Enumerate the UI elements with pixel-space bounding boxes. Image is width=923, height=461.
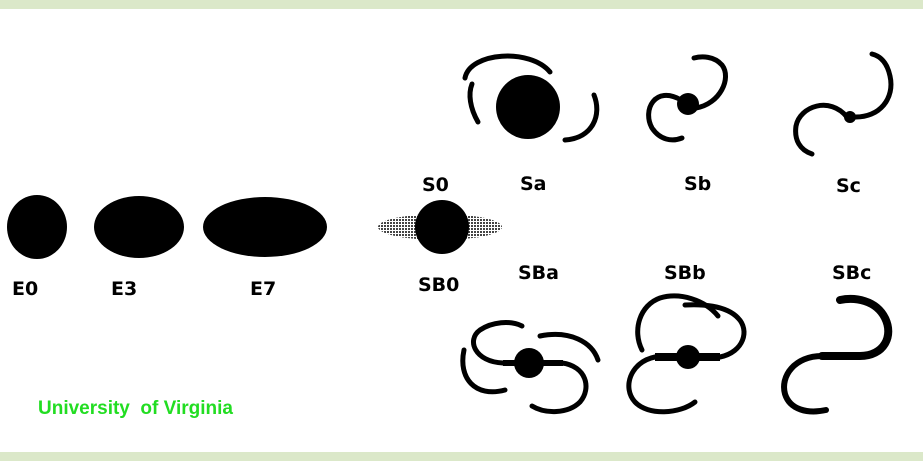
label-s0: S0 [422, 174, 449, 196]
galaxy-sbb [629, 296, 744, 412]
label-sba: SBa [518, 262, 559, 284]
label-e0: E0 [12, 278, 38, 300]
label-e3: E3 [111, 278, 137, 300]
galaxy-s0-sb0 [378, 200, 502, 254]
galaxy-e7 [203, 197, 327, 257]
galaxy-e3 [94, 196, 184, 258]
credit-text: University of Virginia [38, 398, 233, 420]
label-sa: Sa [520, 173, 547, 195]
galaxy-sa [465, 56, 597, 140]
galaxy-sba [463, 323, 598, 412]
galaxy-sb [649, 57, 726, 140]
label-sb0: SB0 [418, 274, 459, 296]
label-sbb: SBb [664, 262, 706, 284]
galaxy-sc [796, 54, 891, 154]
label-sc: Sc [836, 175, 861, 197]
label-e7: E7 [250, 278, 276, 300]
label-sbc: SBc [832, 262, 871, 284]
galaxy-sbc [784, 299, 888, 411]
galaxy-e0 [7, 195, 67, 259]
label-sb: Sb [684, 173, 711, 195]
